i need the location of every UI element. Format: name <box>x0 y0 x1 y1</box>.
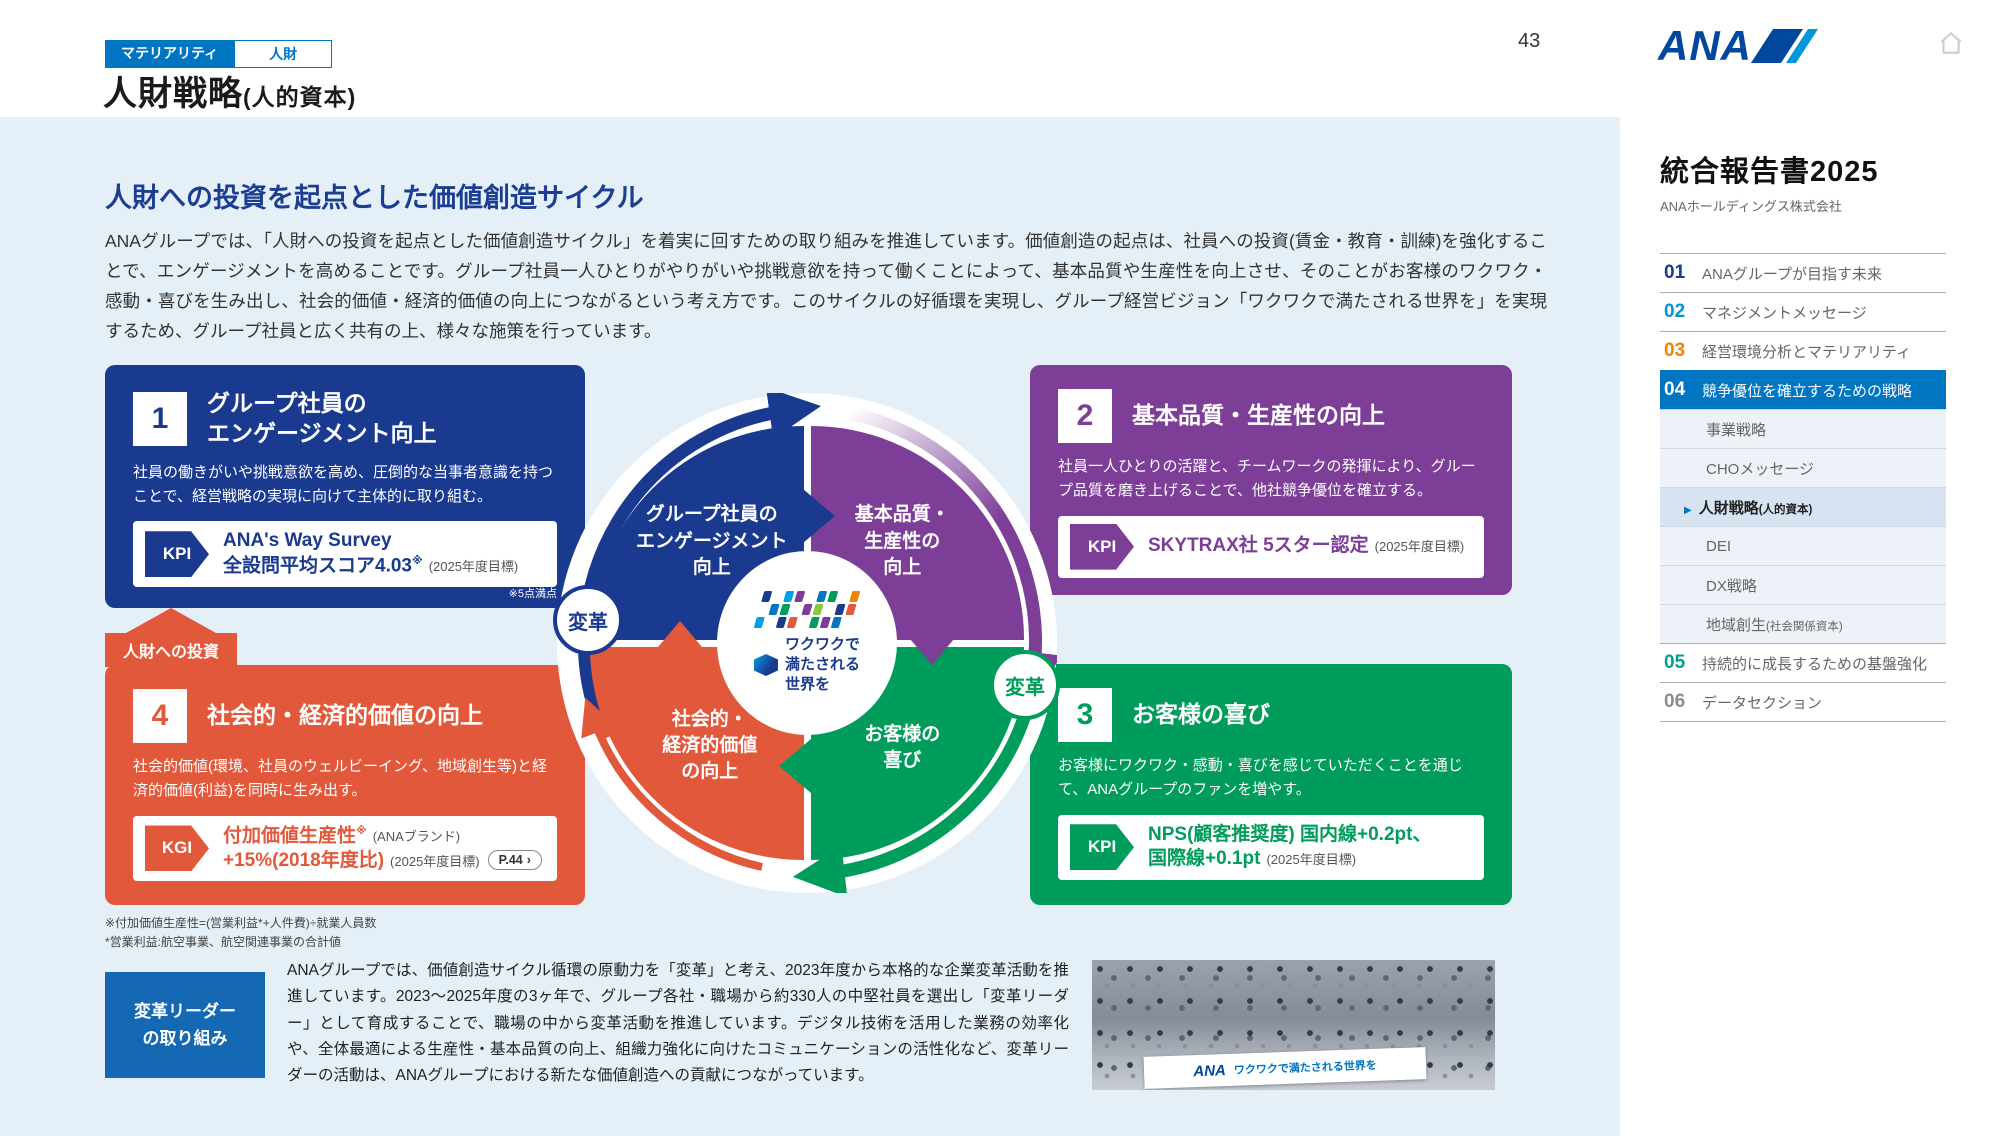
category-tags: マテリアリティ 人財 <box>105 40 333 68</box>
banner-ana-logo: ANA <box>1193 1061 1227 1080</box>
kgi-box: KGI 付加価値生産性※(ANAブランド) +15%(2018年度比)(2025… <box>133 815 557 882</box>
footnote-line: *営業利益:航空事業、航空関連事業の合計値 <box>105 934 342 949</box>
nav-sub-dei[interactable]: DEI <box>1660 526 1946 565</box>
company-name: ANAホールディングス株式会社 <box>1660 199 1842 214</box>
henkaku-badge-left: 変革 <box>553 585 623 655</box>
ana-logo-text: ANA <box>1658 22 1752 69</box>
nav-item-03[interactable]: 03 経営環境分析とマテリアリティ <box>1660 331 1946 370</box>
value-creation-cycle-diagram: グループ社員の エンゲージメント 向上 基本品質・ 生産性の 向上 社会的・ 経… <box>553 393 1060 893</box>
kpi-footnote: ※5点満点 <box>508 588 557 600</box>
nav-item-05[interactable]: 05 持続的に成長するための基盤強化 <box>1660 643 1946 682</box>
card-title: お客様の喜び <box>1132 701 1270 728</box>
chevron-right-blue-icon <box>803 489 835 543</box>
henkaku-badge-right: 変革 <box>990 650 1060 720</box>
nav-sub-dx-strategy[interactable]: DX戦略 <box>1660 565 1946 604</box>
page-title: 人財戦略(人的資本) <box>103 66 356 115</box>
kpi-box: KPI NPS(顧客推奨度) 国内線+0.2pt、 国際線+0.1pt(2025… <box>1058 814 1484 880</box>
kpi-tag: KPI <box>145 531 209 578</box>
kpi-text: SKYTRAX社 5スター認定(2025年度目標) <box>1148 535 1465 557</box>
active-arrow-icon: ▶ <box>1684 504 1692 516</box>
mosaic-logo-icon <box>753 590 861 628</box>
up-arrow-icon <box>126 608 216 633</box>
card-title: グループ社員の エンゲージメント向上 <box>207 390 437 446</box>
page-title-note: (人的資本) <box>243 84 357 110</box>
kpi-tag: KPI <box>1070 824 1134 871</box>
card-customer: 3 お客様の喜び お客様にワクワク・感動・喜びを感じていただくことを通じて、AN… <box>1030 664 1512 905</box>
card-number: 4 <box>133 689 187 743</box>
transformation-leader-text: ANAグループでは、価値創造サイクル循環の原動力を「変革」と考え、2023年度か… <box>287 962 1069 1085</box>
card-number: 2 <box>1058 389 1112 443</box>
nav-item-01[interactable]: 01 ANAグループが目指す未来 <box>1660 253 1946 292</box>
chevron-down-purple-icon <box>905 633 959 665</box>
banner-slogan: ワクワクで満たされる世界を <box>1234 1059 1378 1077</box>
tag-jinzai: 人財 <box>234 40 333 68</box>
ana-logo-stripes-icon <box>1750 29 1819 63</box>
kgi-text: 付加価値生産性※(ANAブランド) +15%(2018年度比)(2025年度目標… <box>223 824 542 874</box>
chevron-left-green-icon <box>779 739 811 793</box>
cycle-center-vision: ワクワクで 満たされる 世界を <box>717 551 897 735</box>
kpi-box: KPI SKYTRAX社 5スター認定(2025年度目標) <box>1058 515 1484 578</box>
intro-paragraph: ANAグループでは、「人財への投資を起点とした価値創造サイクル」を着実に回すため… <box>105 231 1547 342</box>
ana-logo: ANA <box>1658 22 1819 70</box>
nav-item-04-active[interactable]: 04 競争優位を確立するための戦略 <box>1660 370 1946 409</box>
kpi-text: NPS(顧客推奨度) 国内線+0.2pt、 国際線+0.1pt(2025年度目標… <box>1148 823 1432 870</box>
kpi-tag: KPI <box>1070 523 1134 570</box>
home-icon[interactable] <box>1938 30 1964 61</box>
box-logo-icon <box>753 654 778 676</box>
nav-sub-cho-message[interactable]: CHOメッセージ <box>1660 448 1946 487</box>
tag-materiality: マテリアリティ <box>105 40 235 68</box>
footnotes: ※付加価値生産性=(営業利益*+人件費)÷就業人員数 *営業利益:航空事業、航空… <box>105 914 376 951</box>
nav-sub-hr-strategy-active[interactable]: ▶人財戦略(人的資本) <box>1660 487 1946 526</box>
photo-banner: ANA ワクワクで満たされる世界を <box>1143 1047 1427 1089</box>
section-title: 人財への投資を起点とした価値創造サイクル <box>105 183 644 213</box>
card-value: 4 社会的・経済的価値の向上 社会的価値(環境、社員のウェルビーイング、地域創生… <box>105 665 585 905</box>
card-body: 社員一人ひとりの活躍と、チームワークの発揮により、グループ品質を磨き上げることで… <box>1058 458 1476 500</box>
vision-text: ワクワクで 満たされる 世界を <box>784 635 860 694</box>
card-engagement: 1 グループ社員の エンゲージメント向上 社員の働きがいや挑戦意欲を高め、圧倒的… <box>105 365 585 608</box>
group-photo: ANA ワクワクで満たされる世界を <box>1092 960 1495 1090</box>
footnote-line: ※付加価値生産性=(営業利益*+人件費)÷就業人員数 <box>105 916 377 930</box>
chevron-up-orange-icon <box>653 621 707 653</box>
kpi-box: KPI ANA's Way Survey 全設問平均スコア4.03※(2025年… <box>133 521 557 588</box>
nav-sub-business-strategy[interactable]: 事業戦略 <box>1660 409 1946 448</box>
report-title: 統合報告書2025 <box>1660 156 1879 188</box>
card-body: 社会的価値(環境、社員のウェルビーイング、地域創生等)と経済的価値(利益)を同時… <box>133 758 547 800</box>
nav-item-02[interactable]: 02 マネジメントメッセージ <box>1660 292 1946 331</box>
card-body: 社員の働きがいや挑戦意欲を高め、圧倒的な当事者意識を持つことで、経営戦略の実現に… <box>133 463 554 506</box>
kgi-tag: KGI <box>145 825 209 872</box>
transformation-leader-label: 変革リーダー の取り組み <box>105 972 265 1078</box>
card-body: お客様にワクワク・感動・喜びを感じていただくことを通じて、ANAグループのファン… <box>1058 757 1463 799</box>
nav-sub-regional[interactable]: 地域創生(社会関係資本) <box>1660 604 1946 643</box>
page-number: 43 <box>1518 30 1541 52</box>
nav-item-06[interactable]: 06 データセクション <box>1660 682 1946 722</box>
card-number: 1 <box>133 391 187 446</box>
kpi-text: ANA's Way Survey 全設問平均スコア4.03※(2025年度目標) <box>223 530 519 577</box>
card-quality: 2 基本品質・生産性の向上 社員一人ひとりの活躍と、チームワークの発揮により、グ… <box>1030 365 1512 595</box>
card-number: 3 <box>1058 688 1112 742</box>
table-of-contents: 01 ANAグループが目指す未来 02 マネジメントメッセージ 03 経営環境分… <box>1660 253 1946 722</box>
card-title: 基本品質・生産性の向上 <box>1132 402 1385 429</box>
chevron-right-icon: › <box>526 852 531 867</box>
investment-label: 人財への投資 <box>105 633 237 667</box>
page-title-main: 人財戦略 <box>103 75 243 113</box>
card-title: 社会的・経済的価値の向上 <box>207 702 483 729</box>
investment-ribbon: 人財への投資 <box>105 608 237 667</box>
page-44-link[interactable]: P.44› <box>487 849 542 870</box>
